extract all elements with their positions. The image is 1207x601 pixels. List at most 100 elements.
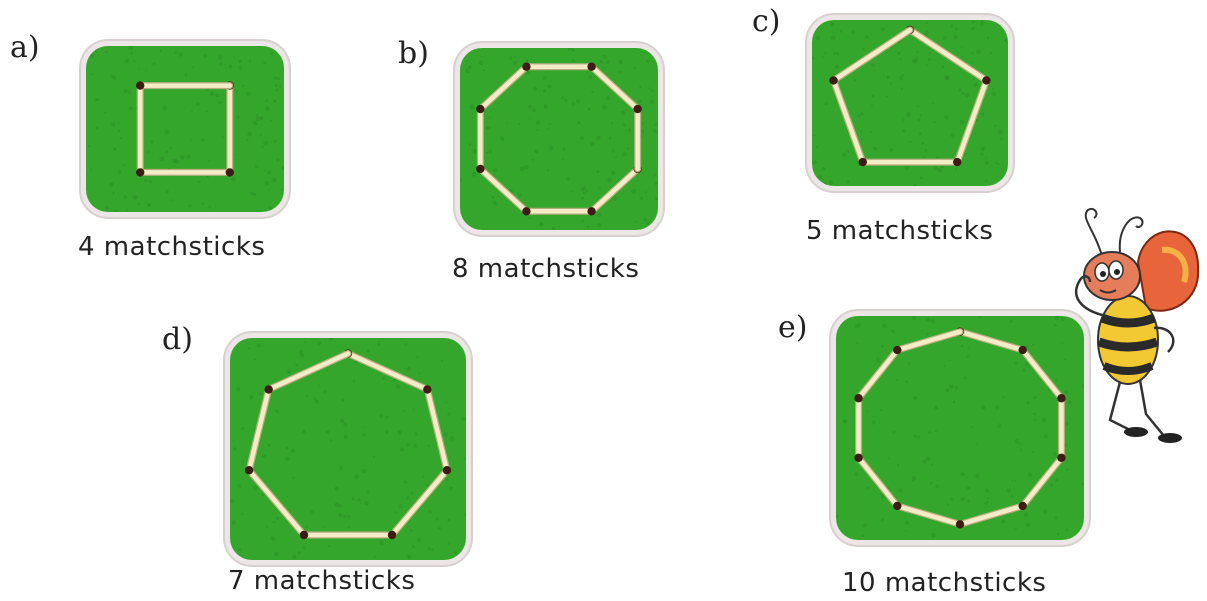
board-texture-speck bbox=[924, 31, 928, 35]
board-texture-speck bbox=[992, 92, 996, 96]
board-texture-speck bbox=[256, 117, 260, 121]
board-texture-speck bbox=[821, 57, 823, 59]
board-texture-speck bbox=[411, 492, 414, 495]
figure-a-letter: a) bbox=[10, 30, 40, 65]
board-texture-speck bbox=[572, 49, 575, 52]
board-texture-speck bbox=[231, 520, 235, 524]
board-texture-speck bbox=[1002, 396, 1004, 398]
board-texture-speck bbox=[268, 189, 270, 191]
board-texture-speck bbox=[960, 120, 964, 124]
board-texture-speck bbox=[191, 111, 193, 113]
board-texture-speck bbox=[493, 201, 497, 205]
board-texture-speck bbox=[247, 132, 252, 137]
board-texture-speck bbox=[220, 62, 223, 65]
board-texture-speck bbox=[914, 435, 917, 438]
board-texture-speck bbox=[253, 121, 257, 125]
board-texture-speck bbox=[920, 176, 923, 179]
matchstick-head bbox=[443, 466, 451, 474]
board-texture-speck bbox=[971, 61, 973, 63]
board-texture-speck bbox=[856, 342, 858, 344]
board-texture-speck bbox=[464, 458, 466, 460]
board-texture-speck bbox=[275, 89, 278, 92]
matchstick bbox=[304, 531, 396, 539]
figure-c-drawing bbox=[812, 20, 1008, 186]
board-texture-speck bbox=[385, 431, 388, 434]
board-texture-speck bbox=[912, 476, 917, 481]
board-texture-speck bbox=[500, 137, 502, 139]
board-texture-speck bbox=[909, 167, 911, 169]
board-texture-speck bbox=[1026, 522, 1030, 526]
board-texture-speck bbox=[242, 85, 244, 87]
board-texture-speck bbox=[831, 36, 836, 41]
board-texture-speck bbox=[842, 153, 846, 157]
board-texture-speck bbox=[230, 499, 234, 503]
board-texture-speck bbox=[281, 189, 283, 191]
board-texture-speck bbox=[937, 168, 942, 173]
matchstick-head bbox=[854, 454, 862, 462]
board-texture-speck bbox=[520, 167, 525, 172]
board-texture-speck bbox=[955, 28, 958, 31]
board-texture-speck bbox=[921, 142, 924, 145]
board-texture-speck bbox=[292, 477, 294, 479]
board-texture-speck bbox=[563, 147, 566, 150]
board-texture-speck bbox=[219, 101, 222, 104]
board-texture-speck bbox=[274, 140, 277, 143]
board-texture-speck bbox=[919, 114, 921, 116]
board-texture-speck bbox=[479, 60, 484, 65]
board-texture-speck bbox=[1032, 344, 1034, 346]
board-texture-speck bbox=[572, 59, 575, 62]
board-texture-speck bbox=[259, 392, 262, 395]
board-texture-speck bbox=[647, 222, 650, 225]
board-texture-speck bbox=[285, 446, 288, 449]
board-texture-speck bbox=[344, 435, 348, 439]
board-texture-speck bbox=[886, 51, 888, 53]
board-texture-speck bbox=[925, 149, 928, 152]
board-texture-speck bbox=[1007, 489, 1011, 493]
board-texture-speck bbox=[249, 60, 251, 62]
board-texture-speck bbox=[580, 136, 584, 140]
board-texture-speck bbox=[596, 136, 600, 140]
board-texture-speck bbox=[1015, 439, 1019, 443]
board-texture-speck bbox=[961, 46, 963, 48]
board-texture-speck bbox=[492, 196, 494, 198]
board-texture-speck bbox=[962, 92, 965, 95]
board-texture-speck bbox=[277, 77, 280, 80]
board-texture-speck bbox=[88, 145, 90, 147]
board-texture-speck bbox=[639, 86, 641, 88]
board-texture-speck bbox=[884, 75, 886, 77]
board-texture-speck bbox=[597, 223, 601, 227]
matchstick-head bbox=[476, 165, 484, 173]
board-texture-speck bbox=[597, 212, 601, 216]
board-texture-speck bbox=[968, 347, 970, 349]
board-texture-speck bbox=[901, 74, 904, 77]
board-texture-speck bbox=[413, 444, 416, 447]
board-texture-speck bbox=[377, 343, 380, 346]
matchstick-head bbox=[854, 394, 862, 402]
board-texture-speck bbox=[962, 55, 964, 57]
board-texture-speck bbox=[921, 330, 923, 332]
board-texture-speck bbox=[249, 395, 253, 399]
board-texture-speck bbox=[870, 131, 872, 133]
matchstick-head bbox=[300, 531, 308, 539]
board-texture-speck bbox=[855, 473, 858, 476]
matchstick bbox=[854, 398, 862, 462]
board-texture-speck bbox=[615, 156, 617, 158]
matchstick-head bbox=[476, 105, 484, 113]
board-texture-speck bbox=[919, 132, 922, 135]
board-texture-speck bbox=[994, 125, 997, 128]
board-texture-speck bbox=[871, 105, 873, 107]
bee-illustration bbox=[1050, 200, 1205, 450]
board-texture-speck bbox=[935, 167, 938, 170]
board-texture-speck bbox=[888, 458, 890, 460]
board-texture-speck bbox=[162, 106, 167, 111]
board-texture-speck bbox=[257, 343, 261, 347]
board-texture-speck bbox=[621, 111, 625, 115]
board-texture-speck bbox=[917, 436, 920, 439]
board-texture-speck bbox=[488, 149, 492, 153]
board-texture-speck bbox=[958, 88, 962, 92]
board-texture-speck bbox=[644, 218, 647, 221]
board-background bbox=[836, 316, 1084, 540]
board-texture-speck bbox=[985, 488, 989, 492]
matchstick-head bbox=[982, 76, 990, 84]
board-texture-speck bbox=[967, 499, 970, 502]
